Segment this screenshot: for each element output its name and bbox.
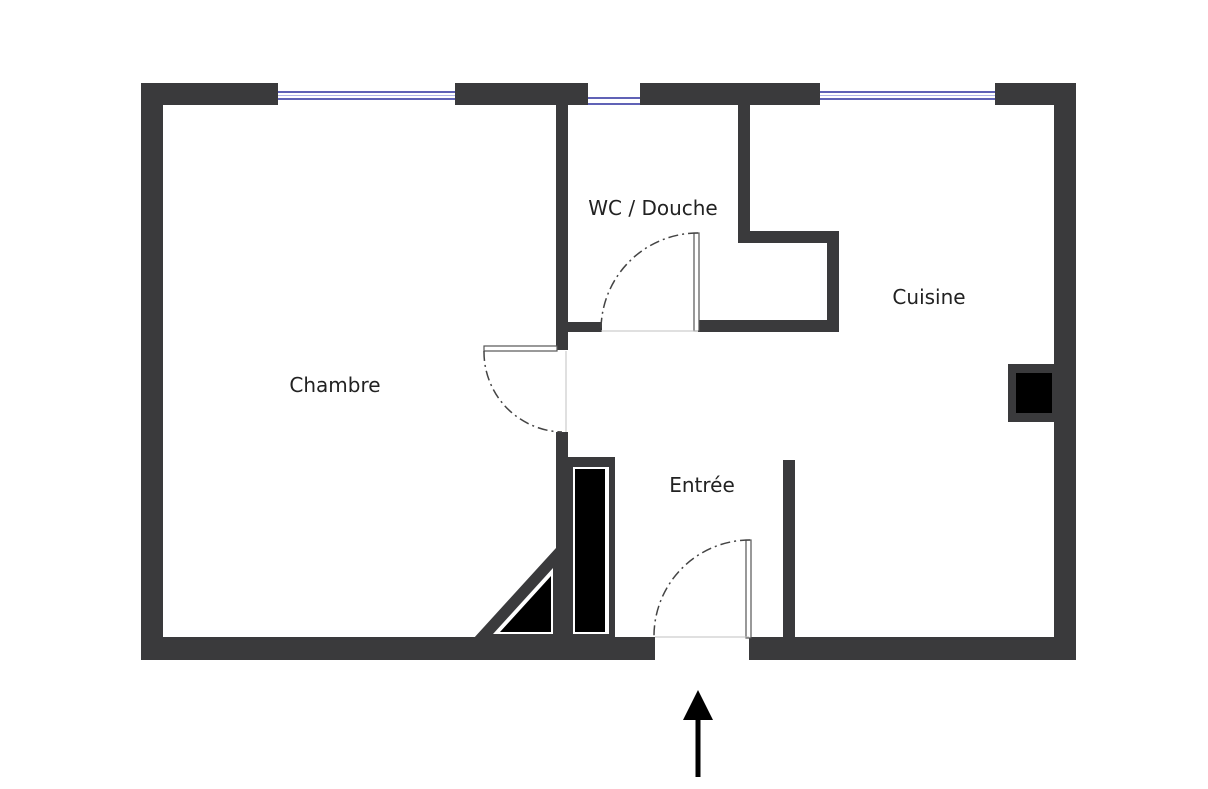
window-chambre [278,91,455,100]
wall-top-mid [455,83,588,105]
wall-notch-side [827,231,839,332]
corner-shelf [473,548,556,639]
door-chambre [483,345,567,433]
windows [278,91,995,105]
wall-bottom-right [749,637,1076,660]
window-cuisine [820,91,995,100]
arrow-up-icon [683,690,713,777]
doors [483,232,752,639]
wall-top-right-a [640,83,820,105]
outer-walls [141,83,1076,660]
door-entree [653,539,752,639]
room-label-wc-douche: WC / Douche [588,196,717,220]
wall-top-left [141,83,278,105]
wall-entree-cuisine [783,460,795,640]
interior-walls [556,105,839,640]
door-wc [600,232,700,332]
wall-wc-bottom-stub [556,322,602,332]
wall-right [1054,83,1076,660]
wall-bottom-left [141,637,655,660]
wall-chambre-wc [556,105,568,350]
wall-wc-bottom [698,320,839,332]
room-label-entree: Entrée [669,473,735,497]
room-label-cuisine: Cuisine [892,285,965,309]
window-wc [588,97,640,105]
wall-notch-top [738,231,838,243]
wall-entree-left [556,432,568,637]
room-label-chambre: Chambre [289,373,380,397]
kitchen-duct [1008,364,1056,422]
wall-left [141,83,163,660]
closet [568,457,615,639]
wall-wc-cuisine [738,105,750,241]
